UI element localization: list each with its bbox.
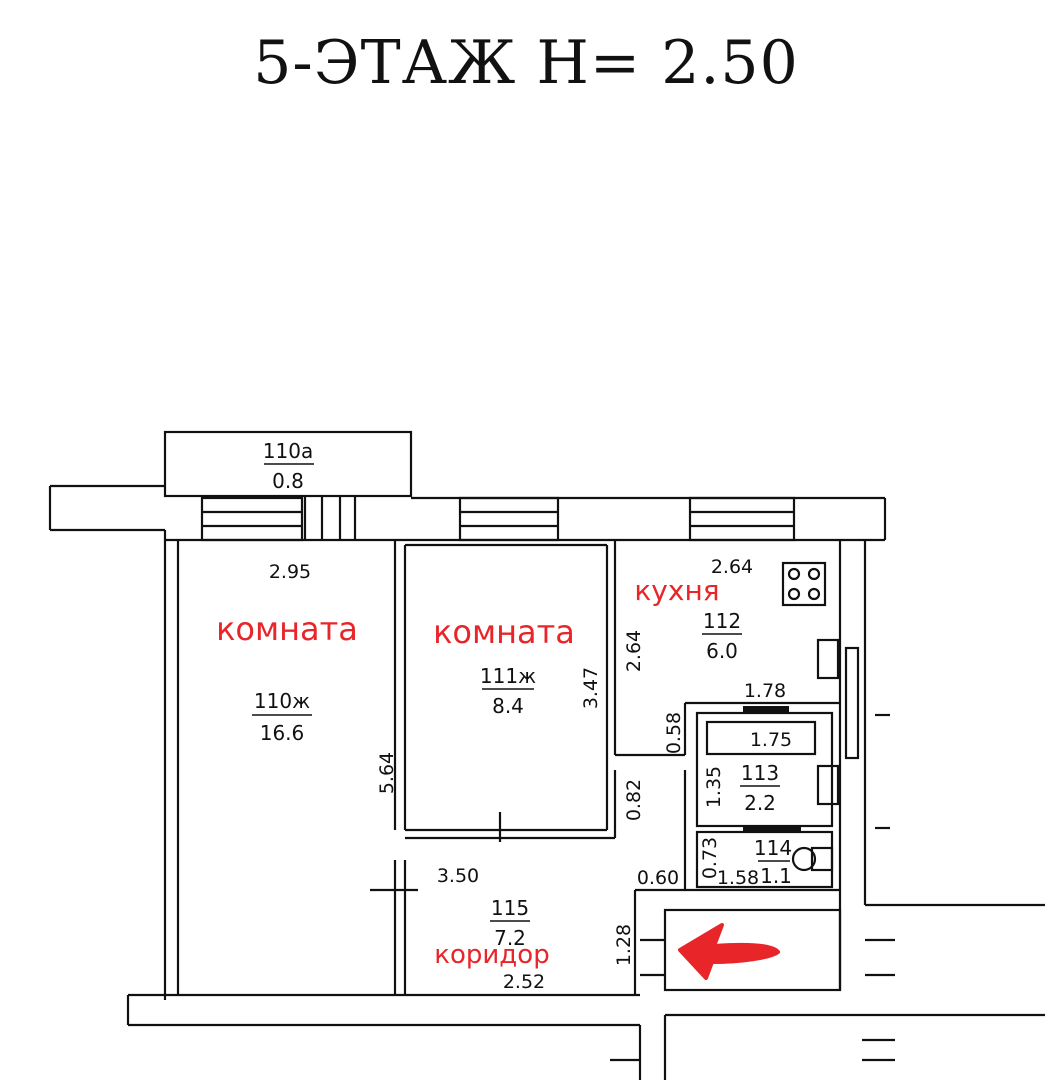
balcony-outline [163, 430, 413, 498]
dim-158: 1.58 [717, 867, 759, 889]
dim-295: 2.95 [269, 561, 311, 583]
dim-264-kitchen-height: 2.64 [623, 630, 645, 672]
dim-058: 0.58 [663, 712, 685, 754]
room-111-area: 8.4 [492, 694, 524, 718]
room-114-number: 114 [754, 836, 792, 860]
room-110a-area: 0.8 [272, 469, 304, 493]
dim-082: 0.82 [623, 779, 645, 821]
room-115-number: 115 [491, 896, 529, 920]
dim-252: 2.52 [503, 971, 545, 993]
room-111-number: 111ж [480, 664, 536, 688]
room-110a-number: 110а [263, 439, 313, 463]
room-112-area: 6.0 [706, 639, 738, 663]
room-110-number: 110ж [254, 689, 310, 713]
dim-128: 1.28 [613, 924, 635, 966]
floor-title: 5-ЭТАЖ Н= 2.50 [253, 28, 799, 98]
dim-073: 0.73 [699, 837, 721, 879]
entrance-arrow-icon [678, 923, 780, 980]
dim-135: 1.35 [703, 766, 725, 808]
dim-264-kitchen-width: 2.64 [711, 556, 753, 578]
room-115-area: 7.2 [494, 926, 526, 950]
label-corridor: коридор [434, 940, 549, 970]
room-112-number: 112 [703, 609, 741, 633]
dim-564: 5.64 [376, 752, 398, 794]
dim-347: 3.47 [580, 667, 602, 709]
dim-350: 3.50 [437, 865, 479, 887]
dim-060: 0.60 [637, 867, 679, 889]
dim-175: 1.75 [750, 729, 792, 751]
room-113-number: 113 [741, 761, 779, 785]
label-kitchen: кухня [634, 574, 719, 607]
dim-178: 1.78 [744, 680, 786, 702]
label-room-111: комната [433, 613, 575, 651]
room-114-area: 1.1 [760, 864, 792, 888]
label-room-110: комната [216, 610, 358, 648]
room-110-area: 16.6 [260, 721, 305, 745]
room-113-area: 2.2 [744, 791, 776, 815]
